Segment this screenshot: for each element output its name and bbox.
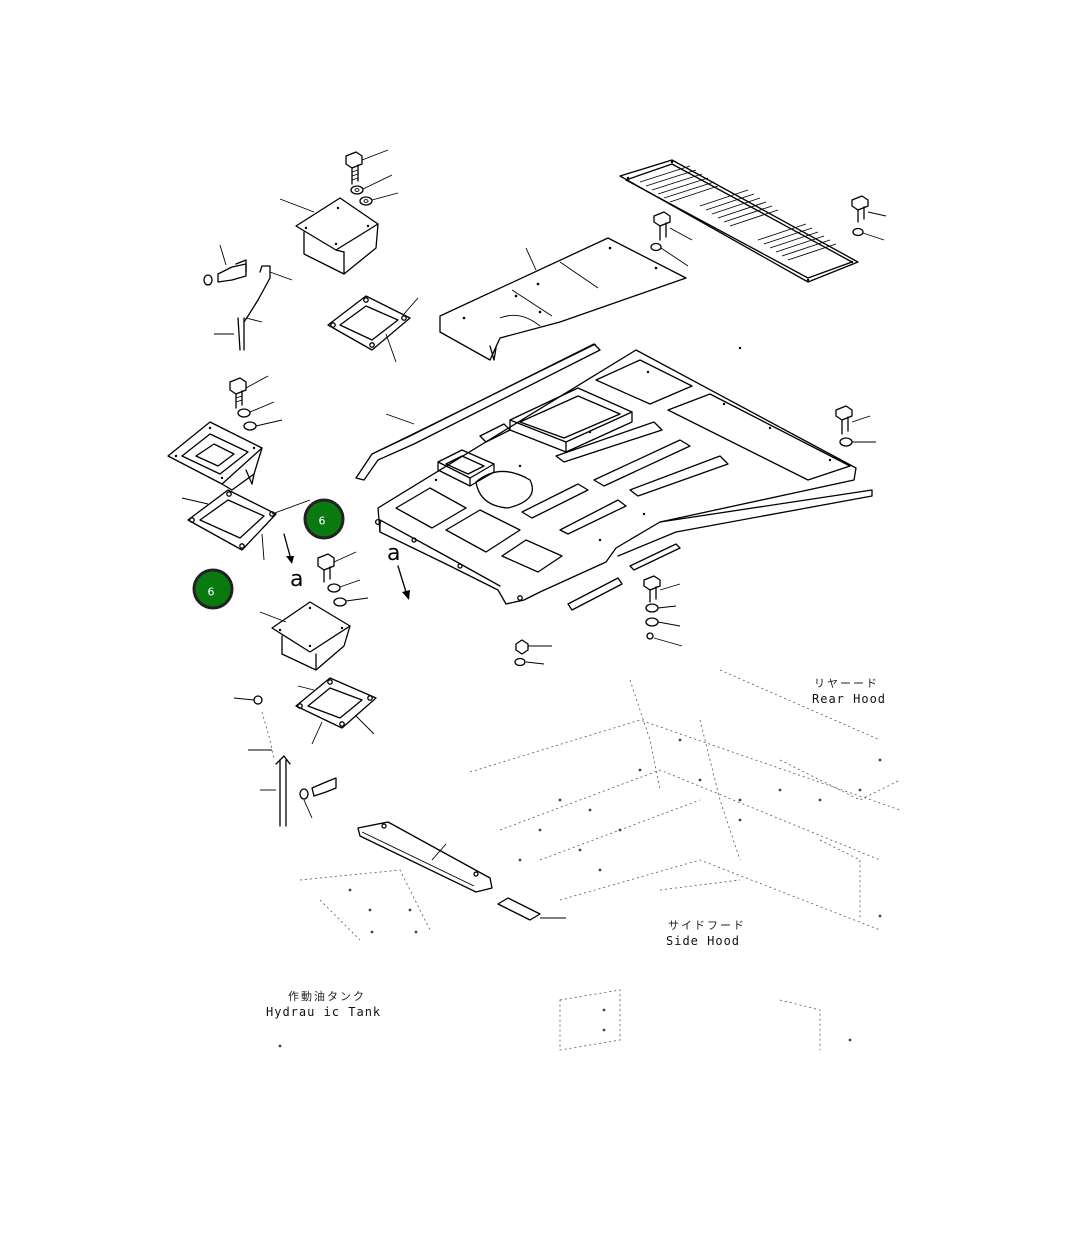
rail-strip	[355, 343, 601, 481]
lower-bracket	[357, 821, 566, 921]
view-arrow-left	[283, 533, 294, 564]
lower-rod-bracket	[233, 695, 337, 827]
lower-strips	[567, 543, 681, 611]
side-hood-label: Side Hood	[666, 934, 740, 948]
right-bolt-stack	[643, 575, 683, 647]
rear-hood-label-jp: リヤーード	[814, 677, 879, 690]
rear-hood-label: Rear Hood	[812, 692, 886, 706]
lower-cover-box	[259, 601, 351, 671]
view-marker-a-left: a	[290, 567, 303, 592]
faint-frame-sketch	[278, 669, 901, 1051]
mid-funnel-cover	[167, 421, 263, 491]
lower-bolt-assembly	[317, 551, 369, 607]
small-bolt-bracket	[203, 244, 293, 351]
callout-6-lower[interactable]: 6	[192, 568, 234, 610]
mid-bolt-assembly	[229, 375, 283, 431]
deck-bolt-right	[835, 405, 876, 447]
side-hood-label-jp: サイドフード	[668, 919, 746, 932]
upper-cover-plate	[439, 237, 687, 361]
grille-bolt-right	[851, 195, 887, 241]
center-nuts	[514, 639, 552, 667]
callout-label: 6	[208, 586, 215, 599]
top-cover-box	[279, 197, 379, 275]
callout-6-upper[interactable]: 6	[303, 498, 345, 540]
grille-panel	[619, 159, 859, 283]
hydraulic-tank-label-jp: 作動油タンク	[288, 989, 366, 1003]
top-bolt-assembly	[345, 149, 399, 206]
grille-bolt-left	[650, 211, 693, 267]
mid-gasket-plate	[181, 489, 311, 561]
top-gasket-plate	[327, 295, 419, 363]
view-arrow-center	[397, 565, 410, 600]
hydraulic-tank-label: Hydrau ic Tank	[266, 1005, 381, 1019]
main-deck-plate	[374, 346, 873, 605]
callout-label: 6	[319, 515, 326, 528]
view-marker-a-center: a	[387, 541, 400, 566]
lower-gasket-plate	[295, 677, 377, 745]
